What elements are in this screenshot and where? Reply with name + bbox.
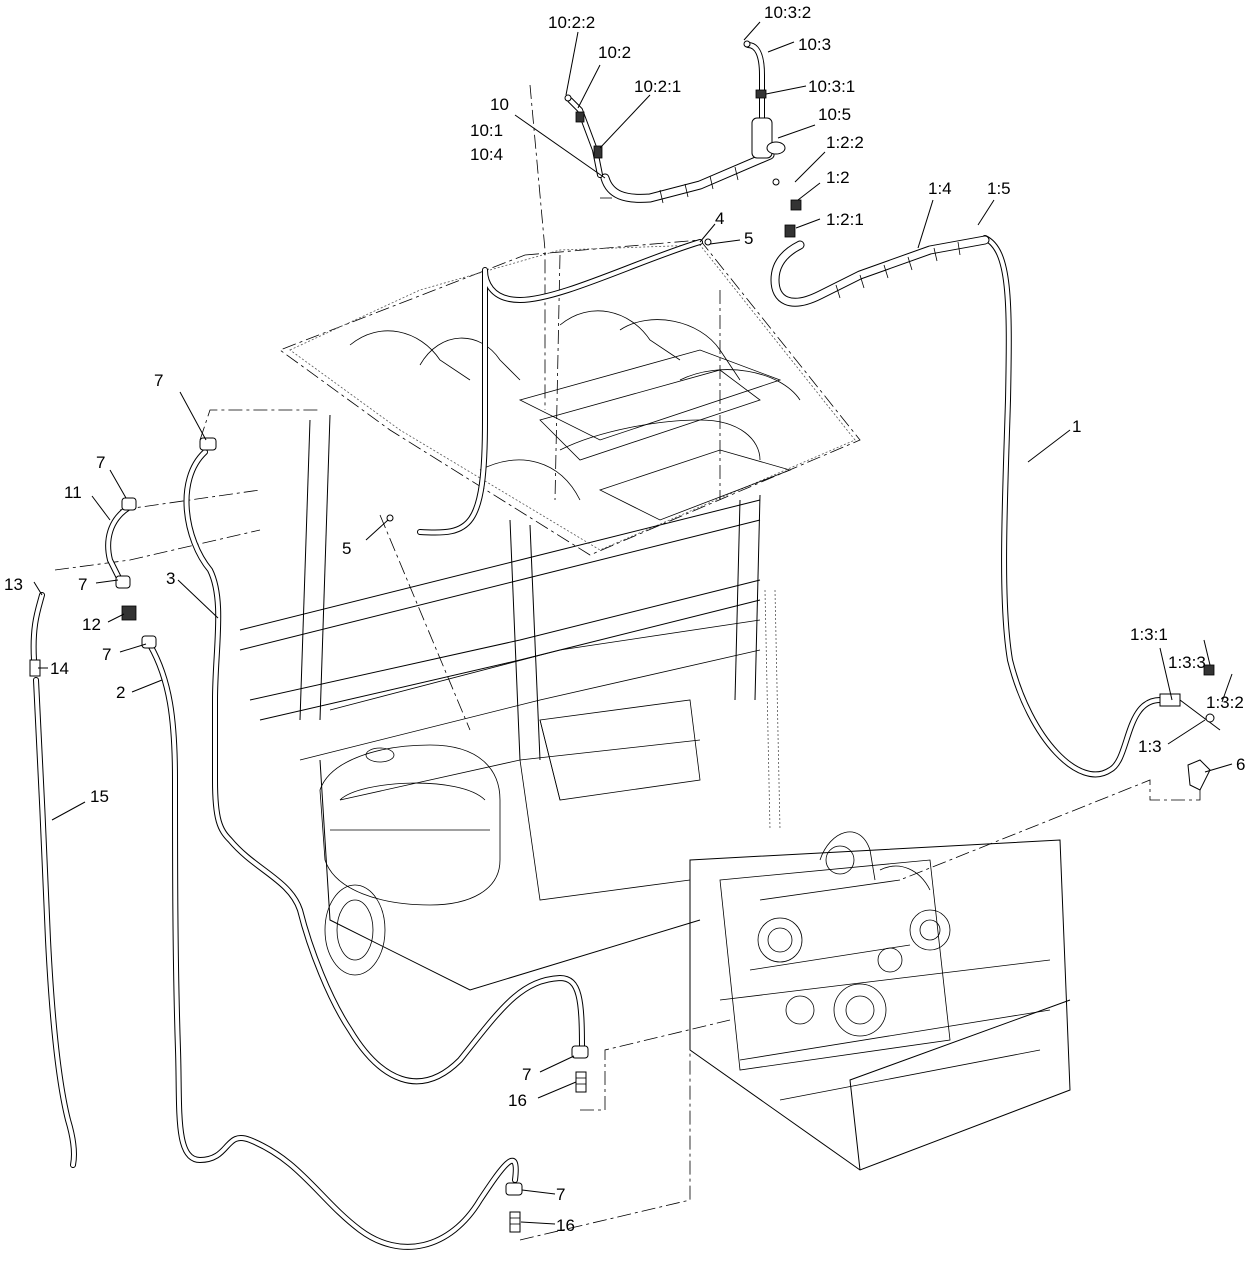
callout-10-3-1: 10:3:1 [808,77,855,96]
callout-10-3-2: 10:3:2 [764,3,811,22]
hose-10-2 [567,97,603,178]
hose-1 [982,235,1163,778]
callout-3: 3 [166,569,175,588]
callout-7-f: 7 [556,1185,565,1204]
callout-10-2-2: 10:2:2 [548,13,595,32]
callout-2: 2 [116,683,125,702]
callout-14: 14 [50,659,69,678]
callout-7-e: 7 [522,1065,531,1084]
hose-2 [147,642,519,1250]
callout-1: 1 [1072,417,1081,436]
callout-1-3-2: 1:3:2 [1206,693,1244,712]
callout-10-2-1: 10:2:1 [634,77,681,96]
callout-7-a: 7 [154,371,163,390]
callout-1-2-1: 1:2:1 [826,210,864,229]
hose-13 [30,592,45,663]
callout-1-3: 1:3 [1138,737,1162,756]
callout-16-b: 16 [556,1216,575,1235]
hose-10 [600,150,775,204]
callout-16-a: 16 [508,1091,527,1110]
callout-10-5: 10:5 [818,105,851,124]
machine-frame [54,84,1201,1241]
callout-10-2: 10:2 [598,43,631,62]
callout-1-3-1: 1:3:1 [1130,625,1168,644]
callout-4: 4 [715,209,724,228]
callout-1-4: 1:4 [928,179,952,198]
callout-1-5: 1:5 [987,179,1011,198]
callout-7-c: 7 [78,575,87,594]
callout-10-4: 10:4 [470,145,503,164]
callout-10: 10 [490,95,509,114]
leader-lines [33,21,1233,1225]
callout-12: 12 [82,615,101,634]
hose-15 [33,677,77,1168]
hose-1-4 [770,235,990,307]
hose-4 [417,239,703,536]
callout-labels: 10:2:2 10:3:2 10:3 10:2 10:3:1 10:2:1 10… [4,3,1245,1235]
callout-1-2-2: 1:2:2 [826,133,864,152]
callout-11: 11 [64,483,82,502]
callout-7-d: 7 [102,645,111,664]
callout-13: 13 [4,575,23,594]
callout-5-top: 5 [744,229,753,248]
fittings [29,40,1221,1233]
callout-7-b: 7 [96,453,105,472]
callout-1-2: 1:2 [826,168,850,187]
hose-3 [183,449,585,1085]
callout-10-3: 10:3 [798,35,831,54]
hose-11 [105,505,131,583]
callout-6: 6 [1236,755,1245,774]
hose-10-3 [745,42,765,123]
callout-1-3-3: 1:3:3 [1168,653,1206,672]
callout-15: 15 [90,787,109,806]
callout-10-1: 10:1 [470,121,503,140]
callout-5-mid: 5 [342,539,351,558]
